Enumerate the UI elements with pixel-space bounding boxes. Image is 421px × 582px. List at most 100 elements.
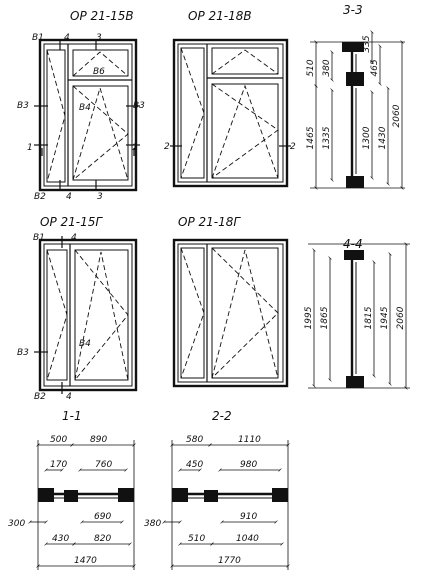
opening-line bbox=[74, 249, 129, 381]
label-v3-right: В3 bbox=[133, 101, 145, 111]
window-or-21-15g: ОР 21-15Г В1 4 В3 В4 В2 4 bbox=[17, 215, 138, 402]
profile-jamb-right bbox=[118, 488, 134, 502]
dim-label-300: 300 bbox=[8, 519, 25, 529]
frame-outer bbox=[172, 38, 289, 188]
opening-line bbox=[72, 85, 129, 181]
main-sash bbox=[74, 249, 129, 381]
main-sash bbox=[211, 83, 279, 179]
dim-label-465: 465 bbox=[370, 59, 380, 76]
section-title-3-3: 3-3 bbox=[343, 3, 363, 17]
window-or-21-18g: ОР 21-18Г bbox=[172, 215, 289, 388]
profile-jamb-left bbox=[172, 488, 188, 502]
dim-label-2060: 2060 bbox=[392, 104, 402, 127]
main-sash bbox=[72, 85, 129, 181]
profile-head bbox=[344, 250, 364, 260]
profile-sill bbox=[346, 376, 364, 388]
window-title-or-21-18v: ОР 21-18В bbox=[188, 9, 252, 23]
frame-inner bbox=[43, 43, 133, 187]
dim-label-1335: 1335 bbox=[322, 126, 332, 149]
opening-line bbox=[211, 49, 279, 75]
label-4-bottom: 4 bbox=[66, 192, 72, 202]
section-title-2-2: 2-2 bbox=[212, 409, 232, 423]
label-v4: В4 bbox=[79, 339, 91, 349]
dim-label-910: 910 bbox=[240, 512, 257, 522]
dim-label-510: 510 bbox=[188, 534, 205, 544]
dim-label-170: 170 bbox=[50, 460, 67, 470]
section-2-2: 2-2 580 1110 450 980 380 910 510 1040 17… bbox=[144, 409, 290, 570]
section-title-1-1: 1-1 bbox=[62, 409, 82, 423]
opening-line bbox=[211, 249, 279, 379]
label-4-top: 4 bbox=[71, 233, 77, 243]
dim-label-510: 510 bbox=[306, 59, 316, 76]
window-title-or-21-18g: ОР 21-18Г bbox=[178, 215, 241, 229]
dim-label-430: 430 bbox=[52, 534, 69, 544]
profile-transom bbox=[346, 72, 364, 86]
dim-label-1770: 1770 bbox=[218, 556, 241, 566]
dim-label-690: 690 bbox=[94, 512, 111, 522]
dim-label-380: 380 bbox=[144, 519, 161, 529]
dim-label-1300: 1300 bbox=[362, 126, 372, 149]
label-v6: В6 bbox=[93, 67, 105, 77]
profile-mullion bbox=[64, 490, 78, 502]
section-1-1: 1-1 500 890 170 760 300 690 430 820 1470 bbox=[8, 409, 136, 570]
profile-jamb-right bbox=[272, 488, 288, 502]
label-2-right: 2 bbox=[290, 142, 296, 152]
label-v1: В1 bbox=[32, 33, 44, 43]
window-or-21-15v: ОР 21-15В В1 4 3 В6 В4 В3 В3 1 1 В2 4 3 bbox=[17, 9, 145, 202]
transom-sash bbox=[72, 49, 129, 77]
opening-line bbox=[211, 83, 279, 179]
label-4-bottom: 4 bbox=[66, 392, 72, 402]
dim-label-2060: 2060 bbox=[396, 306, 406, 329]
opening-line bbox=[180, 47, 205, 179]
dim-label-450: 450 bbox=[186, 460, 203, 470]
narrow-sash bbox=[46, 249, 68, 381]
dim-label-500: 500 bbox=[50, 435, 67, 445]
label-1-right: 1 bbox=[132, 143, 138, 153]
narrow-sash bbox=[46, 49, 66, 183]
dim-label-820: 820 bbox=[94, 534, 111, 544]
profile-head bbox=[342, 42, 364, 52]
frame-outer bbox=[172, 238, 289, 388]
dim-label-1995: 1995 bbox=[304, 306, 314, 329]
profile-jamb-left bbox=[38, 488, 54, 502]
opening-line bbox=[46, 49, 66, 183]
label-1-left: 1 bbox=[27, 143, 33, 153]
label-3-top: 3 bbox=[96, 33, 102, 43]
dim-label-1430: 1430 bbox=[378, 126, 388, 149]
opening-line bbox=[46, 249, 68, 381]
dim-label-1465: 1465 bbox=[306, 126, 316, 149]
dim-label-1945: 1945 bbox=[380, 306, 390, 329]
narrow-sash bbox=[180, 47, 205, 179]
label-v2: В2 bbox=[34, 392, 46, 402]
profile-sill bbox=[346, 176, 364, 188]
main-sash bbox=[211, 247, 279, 379]
dim-label-380: 380 bbox=[322, 59, 332, 76]
label-v3: В3 bbox=[17, 348, 29, 358]
label-v3-left: В3 bbox=[17, 101, 29, 111]
frame-outer bbox=[38, 238, 138, 392]
transom-sash bbox=[211, 47, 279, 75]
window-title-or-21-15g: ОР 21-15Г bbox=[40, 215, 103, 229]
frame-inner bbox=[177, 43, 284, 183]
label-v2: В2 bbox=[34, 192, 46, 202]
label-2-left: 2 bbox=[164, 142, 170, 152]
dim-label-335: 335 bbox=[362, 35, 372, 52]
dim-label-580: 580 bbox=[186, 435, 203, 445]
frame-inner bbox=[177, 243, 284, 383]
frame-inner bbox=[43, 243, 133, 387]
opening-line bbox=[72, 86, 129, 181]
profile-mullion bbox=[204, 490, 218, 502]
label-4-top: 4 bbox=[64, 33, 70, 43]
opening-line bbox=[180, 247, 205, 379]
opening-line bbox=[211, 247, 279, 379]
dim-label-1040: 1040 bbox=[236, 534, 259, 544]
opening-line bbox=[72, 51, 129, 77]
label-3-bottom: 3 bbox=[97, 192, 103, 202]
window-or-21-18v: ОР 21-18В 2 2 bbox=[164, 9, 296, 188]
narrow-sash bbox=[180, 247, 205, 379]
dim-label-1815: 1815 bbox=[364, 306, 374, 329]
dim-label-980: 980 bbox=[240, 460, 257, 470]
section-4-4: 4-4 1995 1865 1815 1945 2060 bbox=[304, 237, 410, 390]
frame-outer bbox=[38, 38, 138, 192]
